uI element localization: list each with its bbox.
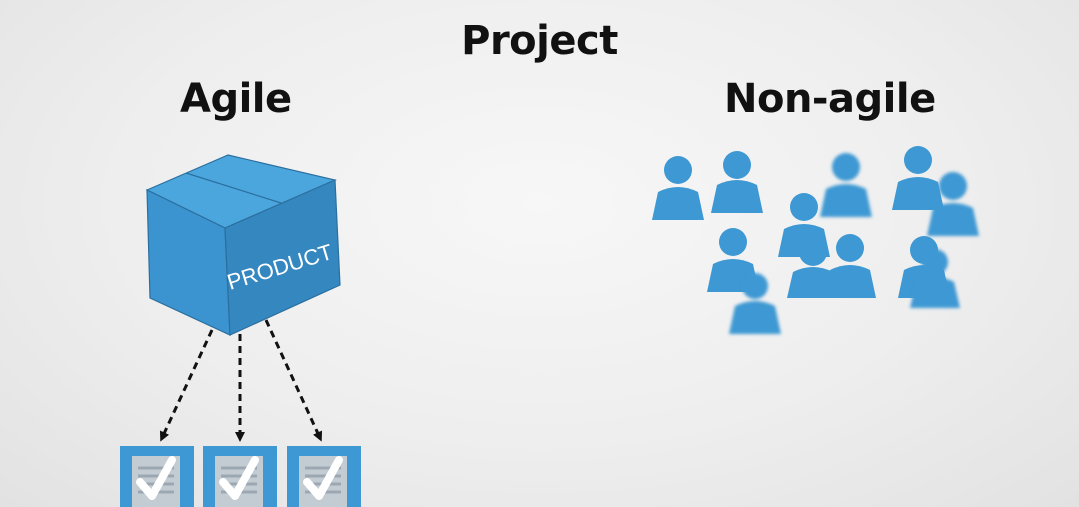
slide-title: Project bbox=[461, 18, 618, 64]
non-agile-heading: Non-agile bbox=[724, 76, 936, 122]
person-icon bbox=[910, 249, 960, 308]
document-row bbox=[120, 446, 361, 507]
arrow-left bbox=[159, 329, 214, 442]
person-icon bbox=[711, 151, 763, 213]
product-box-icon: PRODUCT bbox=[145, 154, 341, 336]
person-icon bbox=[652, 156, 704, 220]
person-icon bbox=[927, 172, 979, 236]
person-icon bbox=[820, 153, 872, 217]
arrow-right bbox=[264, 319, 323, 442]
arrows bbox=[159, 319, 323, 442]
person-icon bbox=[824, 234, 876, 298]
person-icon bbox=[892, 146, 944, 210]
person-icon bbox=[729, 273, 781, 334]
person-icon bbox=[707, 228, 759, 292]
checked-document-icon bbox=[287, 446, 361, 507]
checked-document-icon bbox=[120, 446, 194, 507]
checked-document-icon bbox=[203, 446, 277, 507]
agile-heading: Agile bbox=[180, 76, 292, 122]
people-cluster bbox=[652, 146, 979, 334]
